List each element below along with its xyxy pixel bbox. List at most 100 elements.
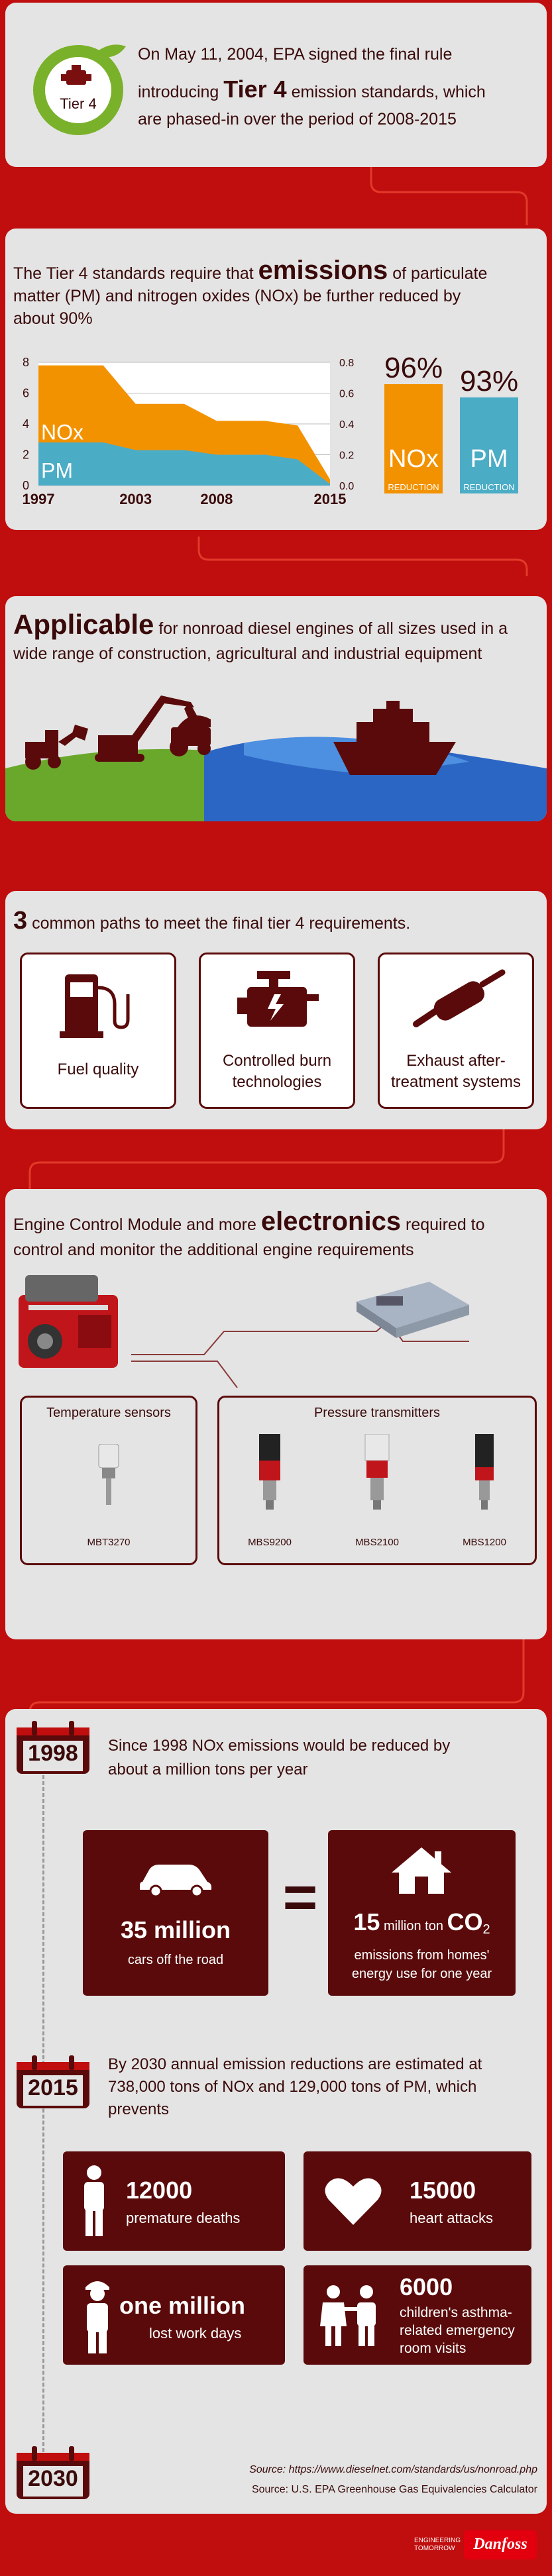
path-label-fuel: Fuel quality: [57, 1060, 139, 1078]
path-card-exhaust: Exhaust after-treatment systems: [378, 953, 534, 1109]
chart-x-tick: 2003: [119, 491, 152, 507]
engine-ecm-illustration: [19, 1275, 469, 1388]
sensor-label-mbs2100: MBS2100: [355, 1537, 399, 1548]
worker-icon: [85, 2281, 109, 2353]
mbt3270-sensor-icon: [98, 1444, 119, 1505]
intro-line-3: are phased-in over the period of 2008-20…: [138, 110, 457, 129]
paths-heading: 3 common paths to meet the final tier 4 …: [13, 907, 411, 935]
source-dieselnet: Source: https://www.dieselnet.com/standa…: [249, 2464, 537, 2475]
temperature-sensors-title: Temperature sensors: [46, 1406, 171, 1420]
heart-label: heart attacks: [410, 2210, 493, 2226]
work-days-label: lost work days: [149, 2325, 242, 2342]
chart-right-tick: 0.6: [339, 389, 354, 400]
chart-left-tick: 2: [23, 448, 29, 462]
pressure-transmitters-box: Pressure transmitters MBS9200 MBS2100 MB…: [217, 1396, 537, 1565]
equals-sign: =: [282, 1865, 318, 1931]
pm-percent: 93%: [460, 365, 519, 397]
calendar-1998-icon: [17, 1721, 89, 1774]
nox-reduction-block: NOx REDUCTION: [384, 384, 443, 493]
chart-left-tick: 8: [23, 356, 29, 369]
chart-left-tick: 4: [23, 417, 29, 431]
intro-line-2: introducing Tier 4 emission standards, w…: [138, 76, 486, 103]
path-label-exhaust: Exhaust after-treatment systems: [390, 1052, 522, 1091]
mbs1200-sensor-icon: [475, 1434, 494, 1510]
diesel-engine-icon: [19, 1275, 118, 1368]
danfoss-logo: Danfoss: [464, 2530, 537, 2559]
deaths-label: premature deaths: [126, 2210, 241, 2226]
tier4-badge-label: Tier 4: [60, 95, 97, 112]
work-days-number: one million: [119, 2292, 246, 2319]
co2-card: 15 million ton CO2 emissions from homes'…: [328, 1830, 516, 1996]
cars-card: 35 million cars off the road: [83, 1830, 268, 1996]
asthma-card: 6000 children's asthma-related emergency…: [304, 2265, 531, 2365]
muffler-icon: [413, 969, 506, 1027]
electronics-heading: Engine Control Module and more electroni…: [13, 1207, 485, 1259]
chart-right-tick: 0.8: [339, 358, 354, 369]
paths-panel: 3 common paths to meet the final tier 4 …: [5, 891, 547, 1129]
sensor-label-mbt3270: MBT3270: [87, 1537, 131, 1548]
chart-right-tick: 0.4: [339, 419, 354, 431]
emissions-panel: The Tier 4 standards require that emissi…: [5, 229, 547, 530]
house-icon: [392, 1847, 451, 1894]
applicable-panel: Applicable for nonroad diesel engines of…: [5, 596, 547, 821]
tier4-badge: [33, 44, 126, 135]
heart-number: 15000: [410, 2177, 476, 2204]
calendar-2030-icon: [17, 2446, 89, 2499]
applicable-heading: Applicable for nonroad diesel engines of…: [13, 609, 508, 664]
asthma-number: 6000: [400, 2273, 453, 2300]
deaths-number: 12000: [126, 2177, 193, 2204]
sensor-label-mbs1200: MBS1200: [463, 1537, 506, 1548]
pressure-transmitters-title: Pressure transmitters: [313, 1406, 441, 1420]
chart-series-label-nox: NOx: [41, 420, 83, 444]
chart-x-tick: 2008: [200, 491, 233, 507]
person-icon: [84, 2165, 104, 2236]
co2-number: 15 million ton CO2: [353, 1908, 490, 1937]
chart-right-tick: 0.0: [339, 481, 354, 492]
electronics-panel: Engine Control Module and more electroni…: [5, 1189, 547, 1639]
chart-left-tick: 6: [23, 387, 29, 400]
chart-right-tick: 0.2: [339, 450, 354, 462]
chart-series-label-pm: PM: [41, 458, 73, 482]
timeline-1998-text: Since 1998 NOx emissions would be reduce…: [108, 1737, 451, 1778]
intro-panel: Tier 4 On May 11, 2004, EPA signed the f…: [5, 3, 547, 167]
cars-number: 35 million: [120, 1916, 231, 1943]
loader-icon: [25, 725, 88, 770]
cars-label: cars off the road: [127, 1953, 224, 1967]
pm-reduction-block: PM REDUCTION: [460, 397, 518, 493]
calendar-2015-icon: [17, 2055, 89, 2108]
timeline-axis: [42, 1775, 46, 2464]
car-icon: [140, 1865, 211, 1896]
equipment-illustration: [5, 696, 547, 821]
fuel-pump-icon: [60, 974, 130, 1038]
nox-reduction-label: NOx: [388, 445, 439, 473]
nox-percent: 96%: [384, 352, 443, 384]
chart-x-tick: 1997: [23, 491, 55, 507]
year-1998: 1998: [28, 1741, 78, 1766]
pm-reduction-label: PM: [470, 445, 508, 473]
temperature-sensors-box: Temperature sensors MBT3270: [20, 1396, 197, 1565]
ship-icon: [333, 701, 456, 775]
timeline-2015-text: By 2030 annual emission reductions are e…: [108, 2055, 482, 2118]
source-epa: Source: U.S. EPA Greenhouse Gas Equivale…: [251, 2484, 537, 2495]
mbs2100-sensor-icon: [364, 1434, 390, 1510]
heart-card: 15000 heart attacks: [304, 2151, 531, 2251]
heart-icon: [325, 2178, 382, 2225]
sensor-label-mbs9200: MBS9200: [248, 1537, 292, 1548]
tractor-icon: [170, 715, 211, 756]
co2-label: emissions from homes'energy use for one …: [351, 1948, 492, 1981]
work-days-card: one million lost work days: [63, 2265, 285, 2365]
emissions-heading: The Tier 4 standards require that emissi…: [13, 256, 488, 328]
intro-line-1: On May 11, 2004, EPA signed the final ru…: [138, 45, 453, 64]
timeline-panel: 1998 Since 1998 NOx emissions would be r…: [5, 1709, 547, 2514]
deaths-card: 12000 premature deaths: [63, 2151, 285, 2251]
pm-reduction-caption: REDUCTION: [463, 482, 515, 492]
path-card-fuel: Fuel quality: [20, 953, 176, 1109]
engine-icon: [237, 971, 319, 1027]
mbs9200-sensor-icon: [259, 1434, 280, 1510]
